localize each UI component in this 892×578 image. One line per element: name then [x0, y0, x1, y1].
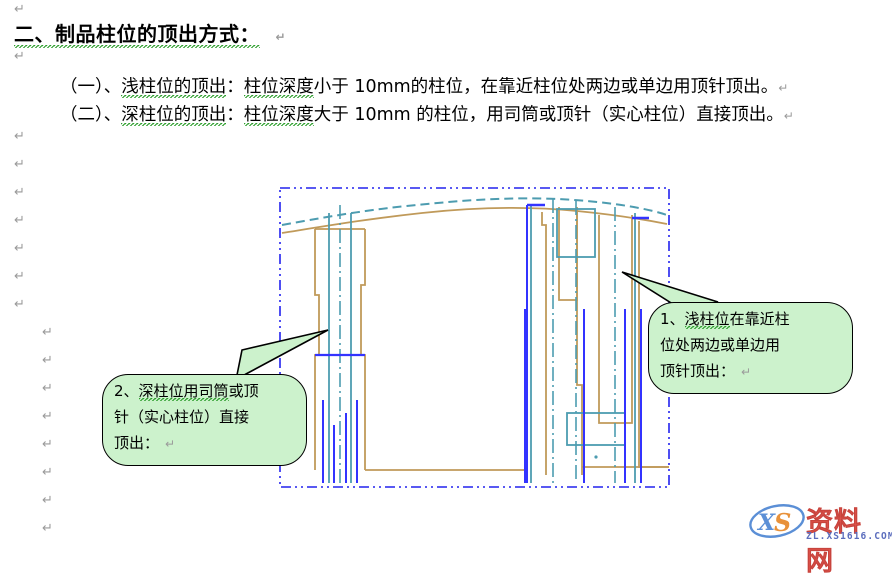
paragraph-mark: ↵ — [778, 81, 789, 95]
callout-line-2: 针（实心柱位）直接 — [114, 408, 250, 426]
paragraph-period: 。 — [760, 77, 779, 97]
left-boss-wall-outer-right — [360, 229, 366, 470]
right-wall-2 — [541, 212, 547, 475]
paragraph-mark: ↵ — [165, 437, 176, 451]
paragraph-mark: ↵ — [783, 109, 794, 123]
paragraph-mark: ↵ — [42, 381, 53, 396]
paragraph-mark: ↵ — [42, 437, 53, 452]
paragraph-colon: ： — [226, 105, 244, 125]
paragraph-mark: ↵ — [14, 157, 25, 172]
paragraph-mark: ↵ — [14, 241, 25, 256]
callout-term: 深柱位用司筒 — [138, 382, 229, 401]
paragraph-term: 深柱位的顶出 — [121, 105, 227, 126]
paragraph-term: 浅柱位的顶出 — [121, 77, 227, 98]
callout-line-1-rest: 在靠近柱 — [729, 310, 790, 328]
callout-line-1: 2、深柱位用司筒或顶 — [114, 378, 259, 404]
callout-line-3: 顶出： ↵ — [114, 430, 175, 457]
paragraph-mark: ↵ — [741, 365, 752, 379]
dashed-profile-line — [281, 197, 668, 226]
paragraph-mark: ↵ — [14, 297, 25, 312]
paragraph-body: 小于 10mm的柱位，在靠近柱位处两边或单边用顶针顶出 — [313, 77, 761, 97]
paragraph-shallow-boss: （一）、浅柱位的顶出：柱位深度小于 10mm的柱位，在靠近柱位处两边或单边用顶针… — [60, 73, 788, 98]
paragraph-mark: ↵ — [42, 493, 53, 508]
xs-logo-icon: X S — [749, 504, 805, 538]
paragraph-mark: ↵ — [14, 129, 25, 144]
paragraph-prefix: （一）、 — [60, 77, 122, 97]
right-wall-3 — [576, 211, 583, 475]
callout-number: 2、 — [114, 382, 139, 400]
watermark: X S 资料网 ZL.XS1616.COM — [748, 498, 892, 577]
paragraph-colon: ： — [226, 77, 244, 97]
paragraph-mark: ↵ — [14, 213, 25, 228]
paragraph-period: 。 — [766, 105, 784, 125]
callout-shallow-boss[interactable]: 1、浅柱位在靠近柱 位处两边或单边用 顶针顶出： ↵ — [621, 271, 861, 411]
paragraph-mark: ↵ — [14, 185, 25, 200]
paragraph-mark: ↵ — [14, 269, 25, 284]
paragraph-mark: ↵ — [42, 409, 53, 424]
right-boss-pocket — [558, 207, 578, 301]
paragraph-mark: ↵ — [42, 521, 53, 536]
section-boundary — [279, 187, 670, 488]
paragraph-term-secondary: 柱位深度 — [243, 77, 314, 98]
part-top-surface — [281, 206, 668, 234]
callout-bubble[interactable] — [648, 302, 853, 394]
paragraph-term-secondary: 柱位深度 — [243, 105, 314, 126]
paragraph-mark: ↵ — [42, 325, 53, 340]
paragraph-mark: ↵ — [275, 30, 287, 44]
callout-line-2: 位处两边或单边用 — [660, 336, 781, 354]
cad-drawing-svg — [279, 187, 670, 488]
callout-line-3: 顶针顶出： ↵ — [660, 358, 751, 385]
paragraph-prefix: （二）、 — [60, 105, 122, 125]
callout-tail-pointer — [234, 329, 329, 382]
logo-letter-s: S — [774, 508, 791, 537]
mold-cross-section-drawing — [277, 185, 672, 490]
left-boss-wall-outer-left — [314, 229, 320, 470]
callout-term: 浅柱位 — [684, 310, 730, 329]
paragraph-mark: ↵ — [14, 49, 25, 64]
callout-number: 1、 — [660, 310, 685, 328]
callout-line-1-rest: 或顶 — [228, 382, 259, 400]
callout-line-3-text: 顶针顶出： — [660, 362, 736, 380]
paragraph-body: 大于 10mm 的柱位，用司筒或顶针（实心柱位）直接顶出 — [313, 105, 767, 125]
logo-letter-x: X — [756, 510, 776, 536]
document-page: ↵ ↵ ↵ ↵ ↵ ↵ ↵ ↵ ↵ ↵ ↵ ↵ ↵ ↵ ↵ ↵ ↵ 二、制品柱位… — [14, 2, 892, 577]
page-title-text: 二、制品柱位的顶出方式： — [14, 22, 260, 48]
watermark-url: ZL.XS1616.COM — [806, 531, 892, 542]
lower-detail-dot — [594, 455, 598, 459]
paragraph-deep-boss: （二）、深柱位的顶出：柱位深度大于 10mm 的柱位，用司筒或顶针（实心柱位）直… — [60, 101, 794, 126]
callout-line-3-text: 顶出： — [114, 434, 160, 452]
callout-line-1: 1、浅柱位在靠近柱 — [660, 306, 790, 332]
callout-deep-boss[interactable]: 2、深柱位用司筒或顶 针（实心柱位）直接 顶出： ↵ — [96, 329, 329, 480]
logo-ellipse — [749, 504, 805, 538]
paragraph-mark: ↵ — [14, 2, 25, 17]
page-title: 二、制品柱位的顶出方式： ↵ — [14, 18, 287, 48]
paragraph-mark: ↵ — [42, 353, 53, 368]
paragraph-mark: ↵ — [42, 465, 53, 480]
